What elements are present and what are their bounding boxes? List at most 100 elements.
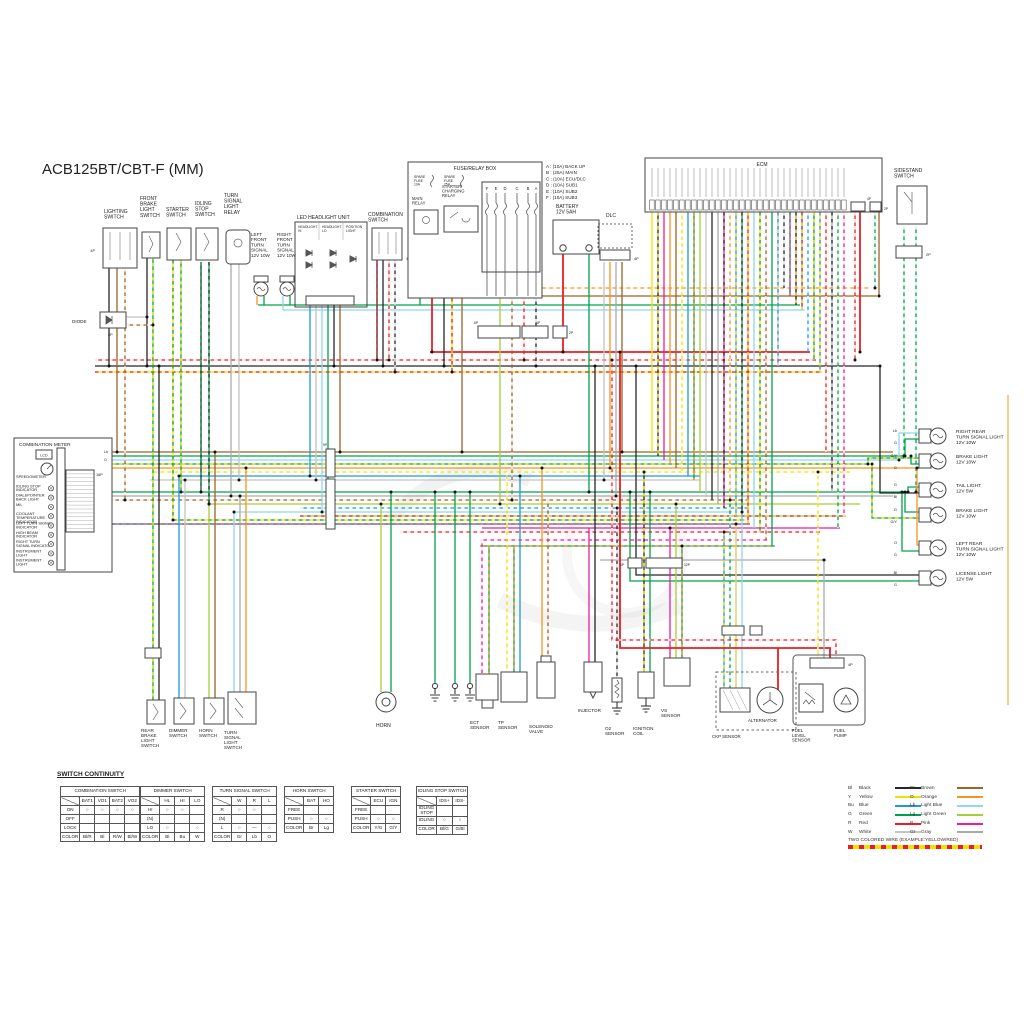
table-col-header [283, 796, 305, 806]
ecm-pin [793, 199, 799, 211]
tag-3p: 3P [620, 563, 625, 567]
table-cell: ○ [436, 815, 453, 826]
junction-dot [453, 490, 457, 494]
legend-code: W [848, 829, 853, 835]
legend-name: Pink [921, 821, 931, 827]
meter-bus-bar [56, 447, 66, 571]
connector-9p-upper [325, 448, 336, 478]
table-cell [318, 805, 335, 815]
junction-dot [389, 490, 393, 494]
injector-body [583, 661, 603, 693]
ground-terminal [466, 682, 474, 690]
combination-meter: COMBINATION METER LCD 16P Lb O SPEEDOMET… [13, 437, 113, 573]
legend-code: Gr [910, 829, 916, 835]
ecm-pin [673, 199, 679, 211]
meter-connector-tag: 16P [96, 473, 103, 477]
table-cell: W [189, 832, 206, 842]
legend-swatch [895, 822, 921, 825]
ecm-pin [733, 199, 739, 211]
table-cell: R/W [109, 832, 126, 842]
junction-dot [728, 498, 732, 502]
ecm-pin [655, 199, 661, 211]
junction-dot [430, 350, 434, 354]
junction-dot [145, 364, 149, 368]
ecm-connector-4p [850, 201, 866, 212]
ecm-pin [823, 199, 829, 211]
rear-light-connector [918, 482, 932, 498]
ecm-2p-tag: 2P [884, 207, 889, 211]
junction-dot [618, 350, 622, 354]
junction-dot [561, 350, 565, 354]
junction-dot [878, 364, 882, 368]
junction-dot [906, 490, 910, 494]
table-cell: Bl/W [124, 832, 141, 842]
junction-dot [668, 526, 672, 530]
table-col-header [139, 796, 161, 806]
ecm-pin [703, 199, 709, 211]
table-col-header [350, 796, 372, 806]
meter-lcd-label: LCD [40, 454, 48, 458]
ecm-pin [775, 199, 781, 211]
legend-name: Blue [859, 803, 869, 809]
table-col-header [211, 796, 233, 806]
table-col-header: HI [174, 796, 191, 806]
tag-4p-mid: 4P [536, 321, 541, 325]
bulb-filament [932, 512, 944, 518]
table-cell: O [261, 832, 278, 842]
wire-stripe-R/W [611, 360, 837, 660]
junction-dot [107, 364, 111, 368]
legend-code: Y [848, 794, 852, 800]
junction-dot [602, 478, 606, 482]
page-title: ACB125BT/CBT-F (MM) [42, 161, 204, 178]
junction-dot [433, 490, 437, 494]
junction-dot [734, 522, 738, 526]
table-title: TURN SIGNAL SWITCH [211, 786, 278, 797]
table-cell [94, 823, 111, 833]
junction-dot [870, 462, 874, 466]
fuel-connector [809, 657, 845, 669]
led-unit-connector [305, 295, 355, 306]
junction-dot [648, 490, 652, 494]
legend-swatch [957, 804, 983, 807]
table-col-header: HL [159, 796, 176, 806]
table-cell [436, 805, 453, 817]
wire-Lb [898, 432, 925, 460]
rear-light-wire1: O [894, 541, 897, 545]
main-relay-box [413, 209, 439, 235]
table-title: HORN SWITCH [283, 786, 335, 797]
table-cell: Bl [94, 832, 111, 842]
indicator-lamp-x [49, 532, 53, 537]
rear-brake-box [146, 699, 166, 725]
diode-label: DIODE [72, 319, 87, 324]
ecm-pin [685, 199, 691, 211]
meter-lcd [35, 449, 53, 460]
rear-light-wire1: Lb [893, 429, 897, 433]
fuel-box [792, 654, 866, 726]
inline-connectors [144, 325, 763, 659]
table-cell: ○ [189, 823, 206, 833]
table-cell: Lg [318, 823, 335, 833]
